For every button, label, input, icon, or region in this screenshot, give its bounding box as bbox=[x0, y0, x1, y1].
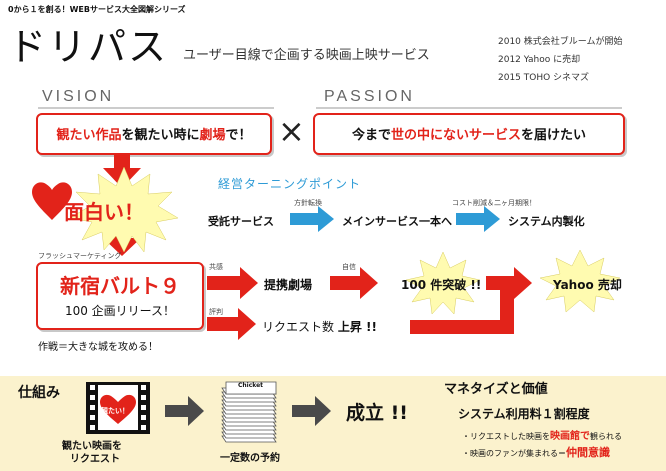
red-arrow-hyoban bbox=[207, 308, 256, 340]
passion-text-post: を届けたい bbox=[521, 128, 587, 143]
turning-to: メインサービス一本へ bbox=[342, 215, 452, 228]
ticket-stack-icon bbox=[221, 381, 277, 443]
film-strip-icon bbox=[86, 382, 150, 434]
times-symbol: × bbox=[278, 112, 305, 150]
yahoo-text: Yahoo 売却 bbox=[553, 278, 622, 292]
benefit-2: ・映画のファンが集まれる＝仲間意識 bbox=[462, 444, 610, 460]
seiritsu-text: 成立 !! bbox=[346, 402, 408, 424]
omoshiroi-text: 面白い！ bbox=[64, 200, 144, 224]
passion-box bbox=[313, 113, 625, 155]
passion-text-pre: 今まで bbox=[351, 128, 391, 143]
benefit-1: ・リクエストした映画を映画館で観られる bbox=[462, 427, 622, 442]
history-line-2: 2012 Yahoo に売却 bbox=[498, 55, 581, 65]
service-subtitle: ユーザー目線で企画する映画上映サービス bbox=[183, 48, 430, 63]
teikei-text: 提携劇場 bbox=[264, 278, 313, 292]
shinjuku-box bbox=[36, 262, 204, 330]
passion-heading-underline bbox=[316, 107, 622, 109]
starburst-toppa bbox=[405, 251, 481, 315]
chicket-label: Chicket bbox=[238, 382, 264, 389]
blue-arrow-2 bbox=[456, 206, 500, 232]
movie-label-2: リクエスト bbox=[70, 454, 120, 465]
gray-arrow-1 bbox=[165, 396, 204, 426]
red-arrow-kyokan bbox=[207, 267, 258, 299]
history-line-1: 2010 株式会社ブルームが開始 bbox=[498, 37, 623, 47]
passion-text-highlight: 世の中にないサービス bbox=[390, 128, 521, 143]
movie-label-1: 観たい映画を bbox=[62, 441, 122, 452]
benefit-2-pre: ・映画のファンが集まれる＝ bbox=[462, 449, 566, 458]
strategy-text: 作戦＝大きな城を攻める！ bbox=[38, 342, 158, 353]
heart-icon bbox=[32, 182, 72, 220]
vision-text: 観たい作品を観たい時に劇場で！ bbox=[36, 124, 272, 143]
shinjuku-tag: フラッシュマーケティング bbox=[38, 252, 122, 260]
vision-heading-underline bbox=[38, 107, 274, 109]
vision-box bbox=[36, 113, 272, 155]
request-text: リクエスト数 上昇 !! bbox=[262, 318, 377, 335]
vision-heading: VISION bbox=[42, 88, 115, 105]
series-title: 0から１を創る！WEBサービス大全図解シリーズ bbox=[8, 5, 186, 14]
passion-heading: PASSION bbox=[324, 88, 415, 105]
gray-arrow-2 bbox=[292, 396, 331, 426]
request-count-label: リクエスト数 bbox=[262, 320, 335, 334]
blue-arrow-1 bbox=[290, 206, 334, 232]
reserve-label: 一定数の予約 bbox=[220, 453, 280, 464]
shinjuku-sub: 100 企画リリース！ bbox=[64, 304, 176, 318]
red-elbow-connector bbox=[410, 283, 514, 334]
passion-text: 今まで世の中にないサービスを届けたい bbox=[313, 124, 625, 143]
josho-text: 上昇 !! bbox=[337, 320, 377, 334]
toppa-text: 100 件突破 !! bbox=[401, 278, 482, 292]
benefit-1-post: 観られる bbox=[590, 432, 622, 441]
mechanism-title: 仕組み bbox=[18, 385, 60, 401]
system-fee: システム利用料１割程度 bbox=[458, 407, 590, 421]
turning-from: 受託サービス bbox=[208, 215, 274, 228]
mechanism-graphics bbox=[86, 381, 331, 443]
shinjuku-title: 新宿バルト９ bbox=[60, 274, 180, 298]
vision-text-pre: 観たい作品 bbox=[56, 128, 122, 143]
burst-shape bbox=[69, 166, 179, 253]
hyoban-label: 評判 bbox=[209, 308, 223, 316]
heart-text: 観たい！ bbox=[101, 407, 129, 415]
turning-arrow2-label: コスト削減＆二ヶ月期限！ bbox=[452, 199, 536, 207]
vision-text-mid: を観たい時に bbox=[121, 128, 200, 143]
service-logo: ドリパス bbox=[8, 25, 169, 69]
vision-text-post: で！ bbox=[225, 128, 252, 143]
diagram-graphics bbox=[32, 154, 621, 340]
jishin-label: 自信 bbox=[342, 263, 356, 271]
vision-text-highlight: 劇場 bbox=[199, 128, 226, 143]
monetize-title: マネタイズと価値 bbox=[444, 382, 548, 397]
turning-arrow1-label: 方針転換 bbox=[294, 199, 322, 207]
red-arrow-jishin bbox=[330, 267, 378, 299]
turning-result: システム内製化 bbox=[508, 215, 585, 228]
starburst-yahoo bbox=[539, 249, 621, 313]
history-line-3: 2015 TOHO シネマズ bbox=[498, 73, 590, 83]
benefit-2-highlight: 仲間意識 bbox=[566, 446, 610, 459]
benefit-1-pre: ・リクエストした映画を bbox=[462, 432, 550, 441]
turning-point-title: 経営ターニングポイント bbox=[218, 177, 362, 191]
down-arrow-1 bbox=[103, 154, 141, 188]
kyokan-label: 共感 bbox=[209, 263, 223, 271]
benefit-1-highlight: 映画館で bbox=[550, 431, 590, 442]
